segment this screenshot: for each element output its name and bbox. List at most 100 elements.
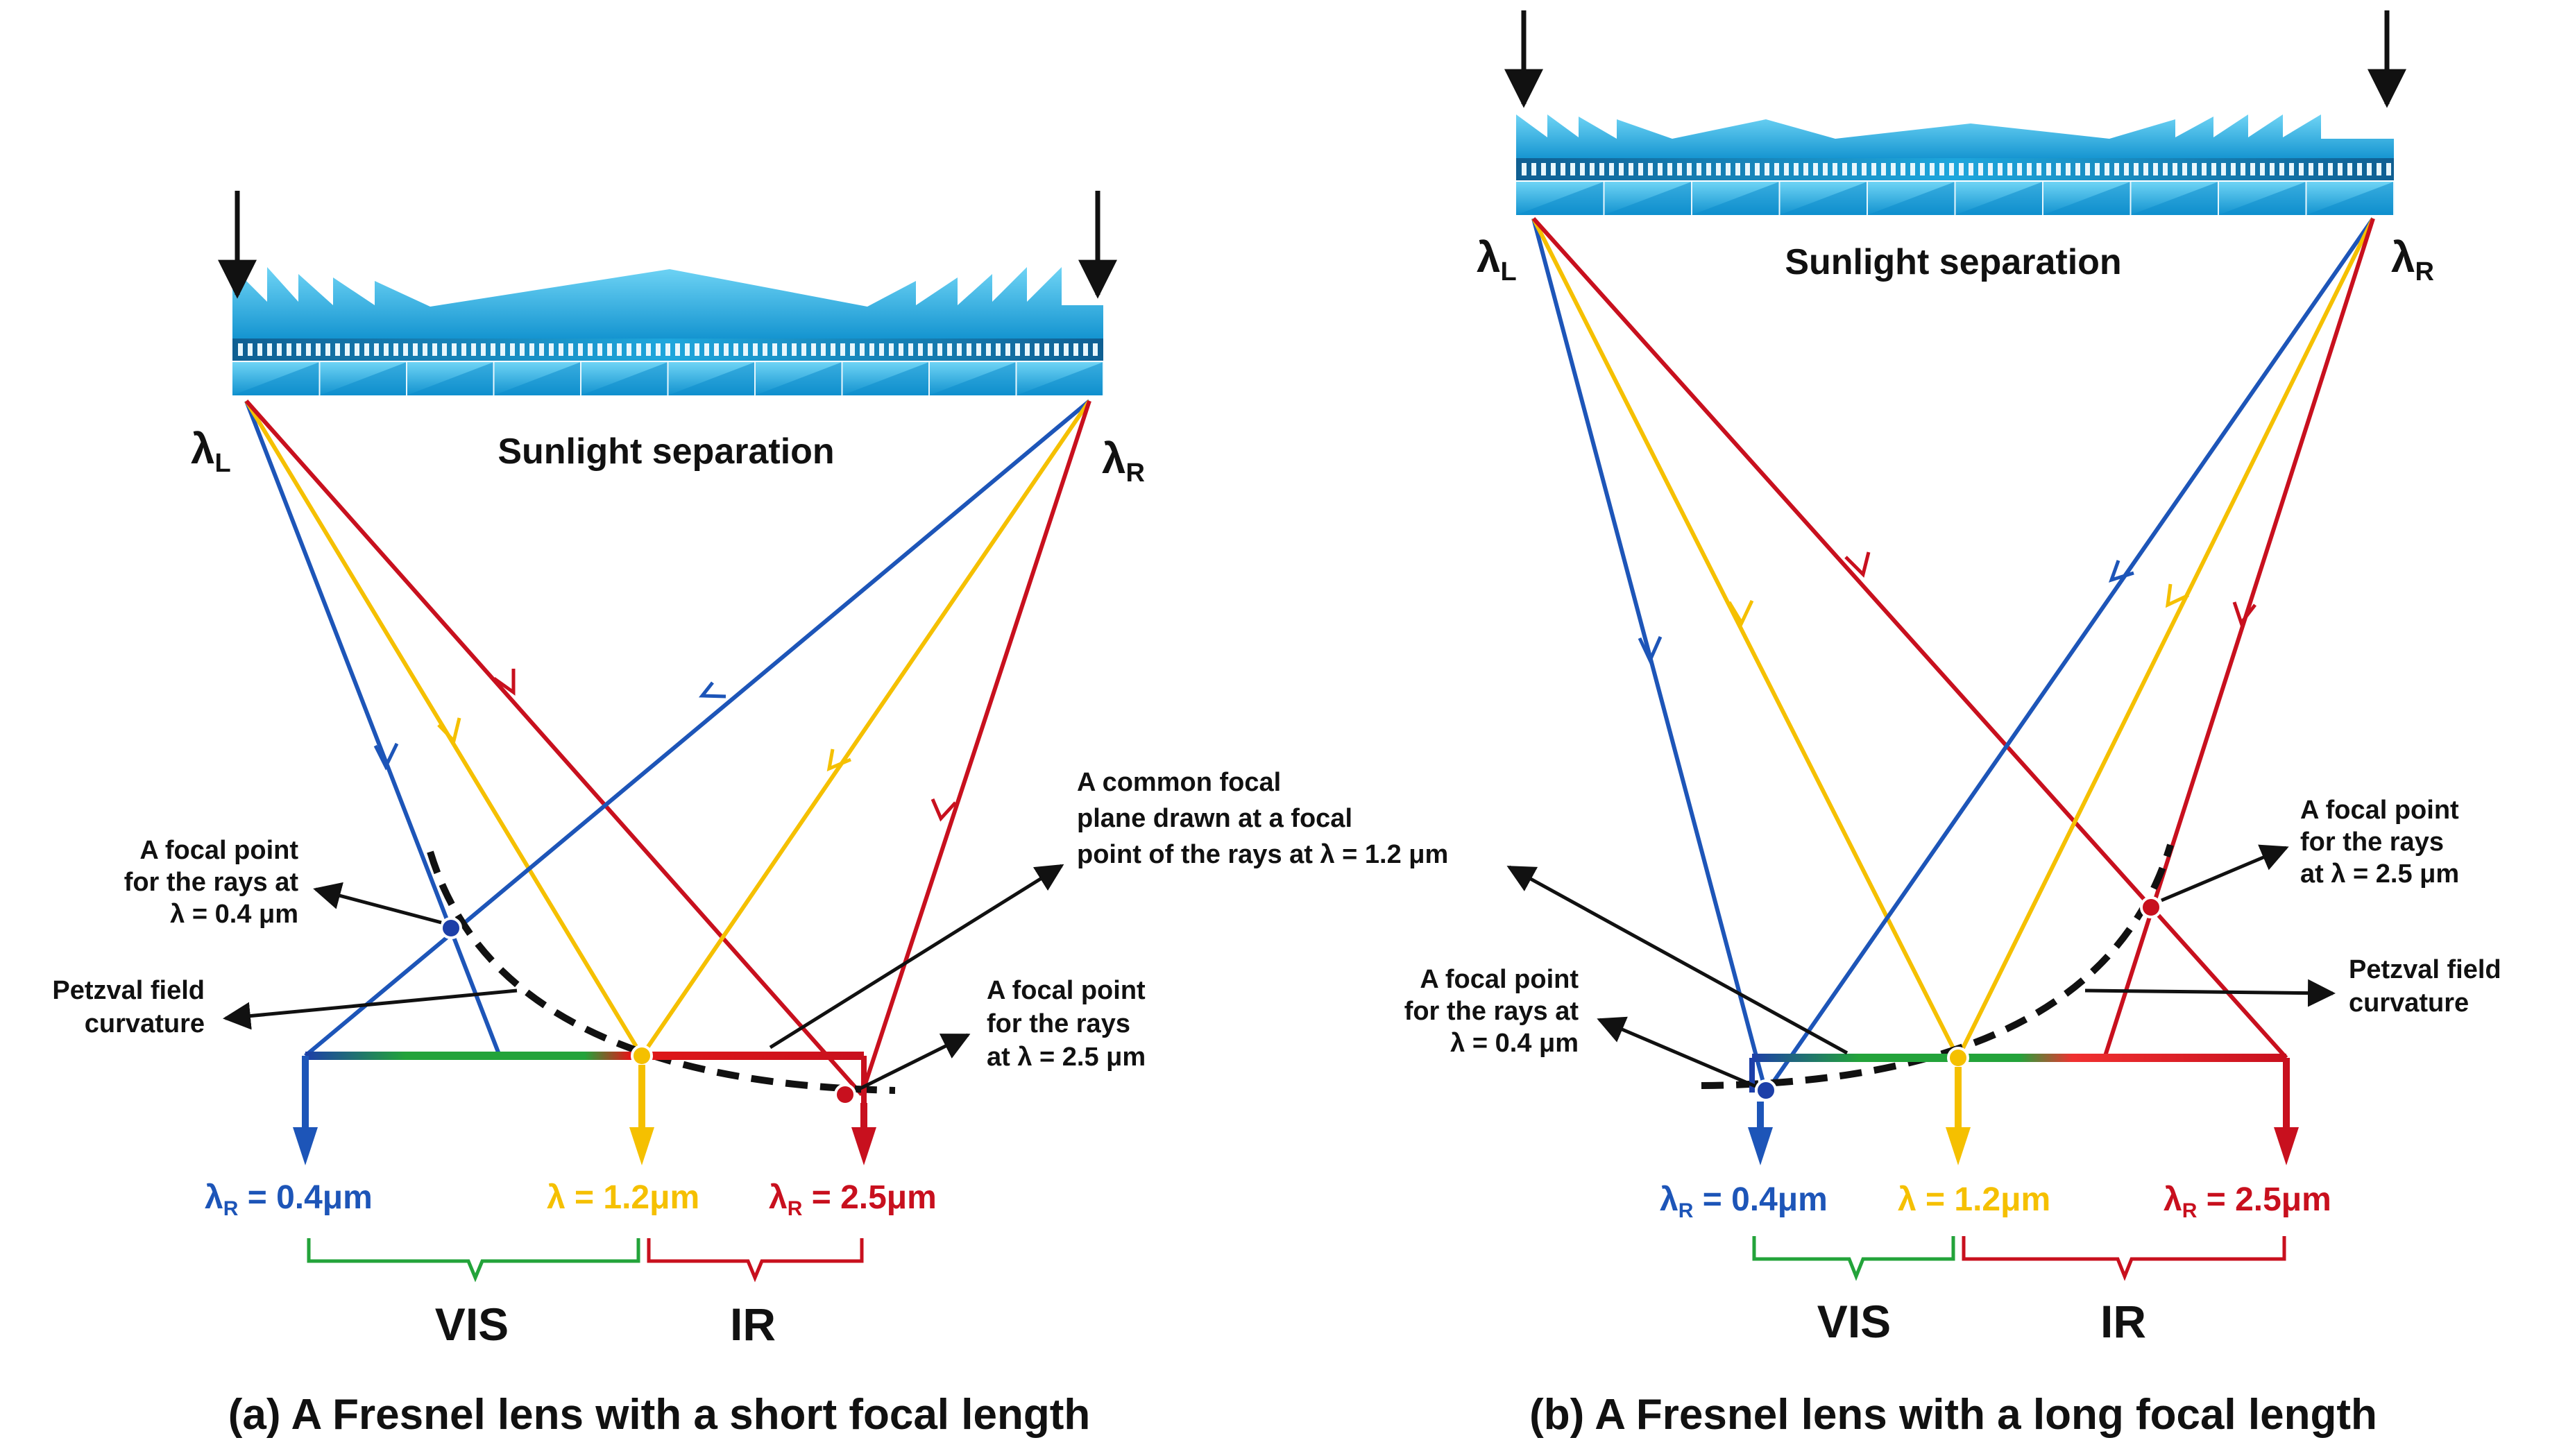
lens-plate-tick bbox=[384, 343, 389, 356]
ray-chevron-blue-right-a bbox=[698, 681, 726, 699]
lens-plate-ticks-b bbox=[1522, 163, 2391, 175]
lens-plate-tick bbox=[2231, 163, 2236, 175]
wavelength-label-red-b: λR = 2.5μm bbox=[2164, 1181, 2331, 1222]
lens-plate-tick bbox=[2221, 163, 2226, 175]
lens-plate-tick bbox=[248, 343, 253, 356]
lens-plate-tick bbox=[2085, 163, 2090, 175]
lens-plate-tick bbox=[2182, 163, 2187, 175]
lens-plate-tick bbox=[1638, 163, 1643, 175]
lens-plate-tick bbox=[403, 343, 408, 356]
lens-plate-tick bbox=[2377, 163, 2381, 175]
lens-plate-tick bbox=[1726, 163, 1731, 175]
lens-plate-tick bbox=[306, 343, 311, 356]
lens-plate-tick bbox=[1765, 163, 1769, 175]
lambda-left-label-a: λL bbox=[191, 425, 231, 478]
lens-plate-tick bbox=[1920, 163, 1925, 175]
lens-plate-tick bbox=[2309, 163, 2313, 175]
lens-plate-tick bbox=[1930, 163, 1935, 175]
lens-plate-tick bbox=[2241, 163, 2245, 175]
lens-plate-tick bbox=[539, 343, 544, 356]
lens-plate-tick bbox=[442, 343, 447, 356]
lens-plate-tick bbox=[763, 343, 767, 356]
lens-plate-tick bbox=[704, 343, 709, 356]
lens-plate-tick bbox=[792, 343, 797, 356]
lens-plate-tick bbox=[2056, 163, 2061, 175]
lens-plate-tick bbox=[1901, 163, 1905, 175]
lens-plate-tick bbox=[627, 343, 631, 356]
lens-plate-tick bbox=[432, 343, 437, 356]
lens-plate-tick bbox=[1716, 163, 1721, 175]
lens-plate-tick bbox=[296, 343, 301, 356]
lens-facet bbox=[2218, 182, 2306, 215]
lens-plate-tick bbox=[529, 343, 534, 356]
lens-plate-tick bbox=[2163, 163, 2168, 175]
lens-plate-tick bbox=[996, 343, 1001, 356]
lens-plate-tick bbox=[947, 343, 952, 356]
lens-plate-tick bbox=[1677, 163, 1682, 175]
lambda-right-label-b: λR bbox=[2391, 234, 2434, 286]
ray-red-left-b bbox=[1531, 216, 2288, 1060]
panel-b: λL λR Sunlight separation bbox=[1404, 10, 2501, 1439]
lens-plate-tick bbox=[1891, 163, 1896, 175]
lens-plate-tick bbox=[1073, 343, 1078, 356]
down-arrowhead-yellow-b bbox=[1946, 1127, 1971, 1165]
lens-facet bbox=[581, 362, 668, 395]
lens-facet bbox=[1604, 182, 1692, 215]
lens-plate-tick bbox=[772, 343, 777, 356]
lens-plate-tick bbox=[1609, 163, 1614, 175]
lens-plate-tick bbox=[1658, 163, 1663, 175]
lens-plate-tick bbox=[452, 343, 457, 356]
lens-plate-tick bbox=[2328, 163, 2333, 175]
lens-plate-tick bbox=[500, 343, 505, 356]
wavelength-label-blue-b: λR = 0.4μm bbox=[1660, 1181, 1828, 1222]
lens-plate-tick bbox=[801, 343, 806, 356]
lens-plate-tick bbox=[423, 343, 427, 356]
lens-facet bbox=[2043, 182, 2131, 215]
lens-plate-tick bbox=[607, 343, 612, 356]
lens-plate-tick bbox=[733, 343, 738, 356]
lens-plate-tick bbox=[1580, 163, 1585, 175]
down-arrowhead-yellow-a bbox=[629, 1127, 654, 1165]
lambda-left-label-b: λL bbox=[1477, 234, 1517, 286]
lens-plate-tick bbox=[675, 343, 680, 356]
lens-plate-tick bbox=[2173, 163, 2177, 175]
lens-plate-tick bbox=[568, 343, 573, 356]
lens-plate-tick bbox=[2279, 163, 2284, 175]
ray-red-right-b bbox=[2102, 218, 2375, 1059]
lens-plate-tick bbox=[1969, 163, 1973, 175]
caption-b: (b) A Fresnel lens with a long focal len… bbox=[1529, 1391, 2377, 1439]
lens-plate-tick bbox=[1093, 343, 1098, 356]
lens-plate-tick bbox=[2143, 163, 2148, 175]
lens-plate-tick bbox=[2124, 163, 2129, 175]
wavelength-label-blue-a: λR = 0.4μm bbox=[205, 1179, 373, 1220]
lens-plate-tick bbox=[549, 343, 554, 356]
lens-title-a: Sunlight separation bbox=[498, 431, 834, 472]
lens-plate-tick bbox=[976, 343, 981, 356]
lens-plate-tick bbox=[1015, 343, 1020, 356]
lens-facet bbox=[755, 362, 842, 395]
lens-plate-tick bbox=[287, 343, 291, 356]
caption-a: (a) A Fresnel lens with a short focal le… bbox=[228, 1391, 1090, 1439]
ray-blue-right-a bbox=[304, 399, 1091, 1058]
lens-plate-tick bbox=[1629, 163, 1633, 175]
down-arrowhead-blue-a bbox=[293, 1127, 318, 1165]
lens-plate-tick bbox=[2270, 163, 2275, 175]
ray-chevron-blue-left-a bbox=[373, 742, 399, 771]
lens-plate-tick bbox=[2114, 163, 2119, 175]
band-label-vis-b: VIS bbox=[1817, 1296, 1891, 1347]
lens-plate-tick bbox=[646, 343, 651, 356]
lens-plate-tick bbox=[559, 343, 563, 356]
lens-plate-tick bbox=[2318, 163, 2323, 175]
lens-plate-tick bbox=[850, 343, 855, 356]
lens-plate-tick bbox=[1005, 343, 1010, 356]
band-label-ir-a: IR bbox=[730, 1299, 776, 1350]
lens-plate-tick bbox=[1823, 163, 1828, 175]
lens-plate-tick bbox=[665, 343, 670, 356]
lens-facet bbox=[1516, 182, 1604, 215]
